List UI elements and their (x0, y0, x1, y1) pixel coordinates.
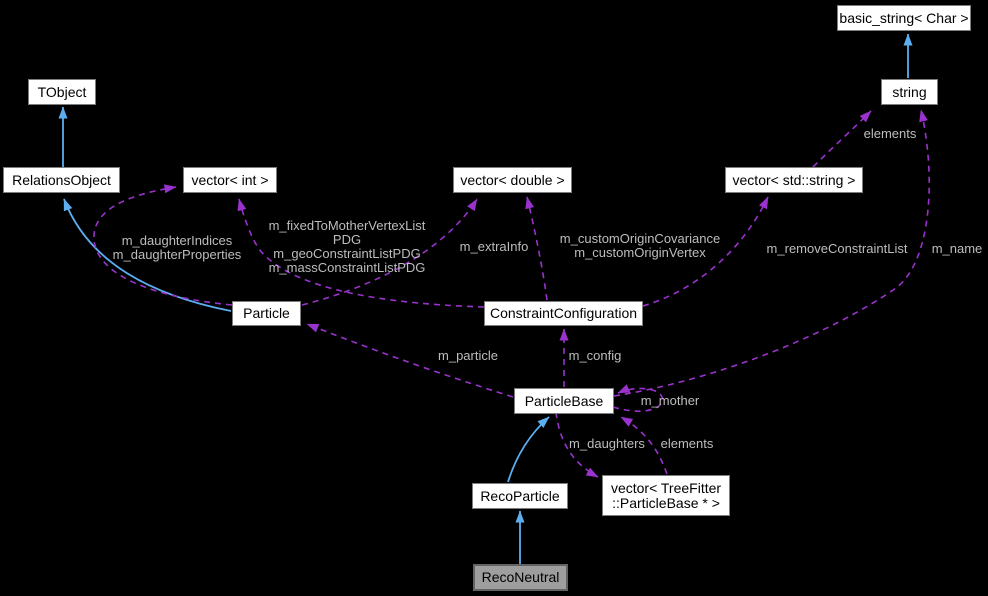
node-tobject[interactable]: TObject (28, 79, 96, 105)
edge-label-daughter-indices-properties: m_daughterIndices m_daughterProperties (112, 233, 242, 262)
edge-particle-to-relationsobject (63, 198, 232, 312)
node-string[interactable]: string (881, 79, 938, 105)
node-basic-string[interactable]: basic_string< Char > (837, 5, 971, 31)
node-particle[interactable]: Particle (232, 301, 301, 326)
edge-particle-to-vectordouble (301, 198, 478, 306)
node-relations-object[interactable]: RelationsObject (3, 167, 120, 193)
node-particle-base[interactable]: ParticleBase (514, 388, 614, 414)
node-vector-std-string[interactable]: vector< std::string > (725, 167, 863, 193)
edge-constraintconfig-to-vectorstring (642, 196, 769, 307)
node-reco-neutral-current: RecoNeutral (473, 564, 568, 591)
edge-particlebase-to-particle (306, 323, 514, 398)
node-vector-treefitter-particlebase[interactable]: vector< TreeFitter ::ParticleBase * > (602, 475, 730, 516)
edge-vectortreefitter-to-particlebase (620, 416, 668, 475)
node-reco-particle[interactable]: RecoParticle (472, 483, 568, 509)
edge-label-config: m_config (568, 348, 622, 363)
edge-label-custom-origin: m_customOriginCovariance m_customOriginV… (559, 231, 721, 260)
edge-label-particle: m_particle (438, 348, 498, 363)
edge-vectorstring-to-string (812, 110, 872, 168)
edge-recoparticle-to-particlebase (507, 416, 550, 483)
edge-particle-to-vectorint (93, 184, 233, 306)
node-vector-double[interactable]: vector< double > (453, 167, 572, 193)
node-vector-int[interactable]: vector< int > (183, 167, 277, 193)
edge-constraintconfig-to-vectordouble (525, 196, 548, 301)
edge-label-name: m_name (931, 241, 983, 256)
edge-label-elements-string: elements (863, 126, 917, 141)
edge-constraintconfig-to-vectorint (237, 198, 485, 308)
edge-label-extra-info: m_extraInfo (459, 239, 529, 254)
edge-particlebase-self-mother (612, 384, 664, 412)
edge-label-mother: m_mother (640, 393, 700, 408)
edge-particlebase-to-vectortreefitter (555, 411, 599, 478)
edge-label-daughters: m_daughters (569, 436, 645, 451)
edge-label-remove-constraint-list: m_removeConstraintList (766, 241, 908, 256)
edge-particlebase-to-string (613, 109, 930, 397)
edge-label-elements-particlebase: elements (660, 436, 714, 451)
node-constraint-configuration[interactable]: ConstraintConfiguration (484, 301, 643, 326)
edge-label-fixed-geo-mass-constraint-lists: m_fixedToMotherVertexList PDG m_geoConst… (268, 218, 426, 275)
